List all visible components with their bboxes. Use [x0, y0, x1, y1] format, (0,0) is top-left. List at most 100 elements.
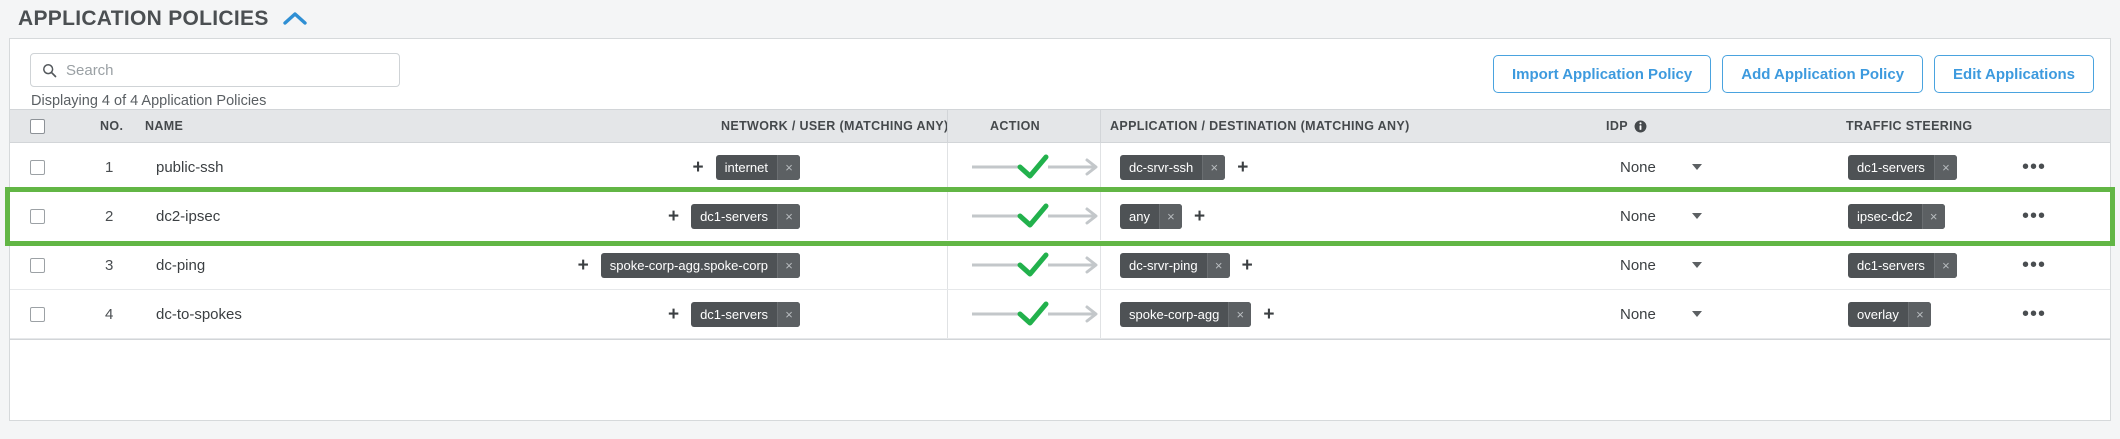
select-all-checkbox[interactable]	[30, 118, 45, 134]
row-overflow-menu-icon[interactable]: •••	[2022, 156, 2047, 178]
table-row[interactable]: 2 dc2-ipsec + dc1-servers ×	[10, 192, 2110, 241]
add-application-destination-icon[interactable]: +	[1241, 254, 1253, 276]
chevron-down-icon[interactable]	[1691, 213, 1702, 219]
chevron-down-icon[interactable]	[1691, 311, 1702, 317]
cell-divider-action-left	[947, 143, 948, 191]
table-row[interactable]: 1 public-ssh + internet ×	[10, 143, 2110, 192]
row-name: dc2-ipsec	[156, 207, 221, 225]
network-user-chip-label: spoke-corp-agg.spoke-corp	[609, 257, 768, 273]
row-checkbox[interactable]	[30, 159, 45, 175]
edit-applications-button[interactable]: Edit Applications	[1934, 55, 2094, 93]
column-header-idp-label: IDP	[1606, 119, 1628, 133]
remove-application-destination-icon[interactable]: ×	[1228, 301, 1252, 327]
remove-application-destination-icon[interactable]: ×	[1158, 203, 1182, 229]
table-row[interactable]: 3 dc-ping + spoke-corp-agg.spoke-corp ×	[10, 241, 2110, 290]
remove-traffic-steering-icon[interactable]: ×	[1933, 154, 1957, 180]
network-user-chip-label: dc1-servers	[700, 208, 768, 224]
network-user-cell: + dc1-servers ×	[668, 290, 800, 338]
row-overflow-menu-icon[interactable]: •••	[2022, 303, 2047, 325]
action-allow-icon[interactable]	[970, 143, 1102, 191]
idp-value: None	[1620, 207, 1656, 225]
row-menu-cell: •••	[2022, 241, 2046, 289]
network-user-chip-label: dc1-servers	[700, 306, 768, 322]
remove-network-user-icon[interactable]: ×	[777, 252, 800, 278]
network-user-chip[interactable]: dc1-servers ×	[691, 203, 800, 229]
displaying-count-label: Displaying 4 of 4 Application Policies	[31, 93, 267, 109]
application-policies-table: NO. NAME NETWORK / USER (MATCHING ANY) A…	[10, 109, 2110, 340]
row-no: 1	[105, 158, 114, 176]
import-application-policy-button[interactable]: Import Application Policy	[1492, 55, 1712, 93]
application-destination-chip[interactable]: any ×	[1120, 203, 1182, 229]
application-destination-chip[interactable]: dc-srvr-ssh ×	[1120, 154, 1226, 180]
row-checkbox[interactable]	[30, 208, 45, 224]
add-network-user-icon[interactable]: +	[692, 156, 704, 178]
remove-network-user-icon[interactable]: ×	[777, 301, 800, 327]
network-user-chip[interactable]: spoke-corp-agg.spoke-corp ×	[600, 252, 800, 278]
add-application-destination-icon[interactable]: +	[1193, 205, 1206, 227]
idp-value: None	[1620, 256, 1656, 274]
row-menu-cell: •••	[2022, 192, 2046, 240]
add-application-destination-icon[interactable]: +	[1237, 156, 1249, 178]
application-destination-chip-label: dc-srvr-ping	[1129, 257, 1198, 273]
row-menu-cell: •••	[2022, 143, 2046, 191]
add-network-user-icon[interactable]: +	[577, 254, 589, 276]
action-allow-icon[interactable]	[970, 241, 1102, 289]
search-box[interactable]	[30, 53, 400, 87]
add-application-destination-icon[interactable]: +	[1263, 303, 1275, 325]
cell-divider-action-left	[947, 290, 948, 338]
table-header-row: NO. NAME NETWORK / USER (MATCHING ANY) A…	[10, 109, 2110, 143]
table-row[interactable]: 4 dc-to-spokes + dc1-servers ×	[10, 290, 2110, 339]
traffic-steering-chip[interactable]: dc1-servers ×	[1848, 252, 1957, 278]
application-destination-chip[interactable]: dc-srvr-ping ×	[1120, 252, 1230, 278]
idp-cell: None	[1620, 192, 1702, 240]
chevron-down-icon[interactable]	[1691, 262, 1702, 268]
info-icon[interactable]	[1634, 120, 1647, 133]
remove-application-destination-icon[interactable]: ×	[1202, 154, 1226, 180]
chevron-up-icon[interactable]	[282, 11, 308, 27]
idp-cell: None	[1620, 143, 1702, 191]
remove-application-destination-icon[interactable]: ×	[1206, 252, 1230, 278]
traffic-steering-chip[interactable]: ipsec-dc2 ×	[1848, 203, 1945, 229]
traffic-steering-cell: ipsec-dc2 ×	[1848, 192, 1945, 240]
application-destination-cell: spoke-corp-agg × +	[1120, 290, 1274, 338]
remove-traffic-steering-icon[interactable]: ×	[1921, 203, 1945, 229]
chevron-down-icon[interactable]	[1691, 164, 1702, 170]
search-input[interactable]	[66, 61, 366, 79]
add-network-user-icon[interactable]: +	[667, 205, 680, 227]
row-overflow-menu-icon[interactable]: •••	[2022, 205, 2047, 227]
row-menu-cell: •••	[2022, 290, 2046, 338]
traffic-steering-cell: overlay ×	[1848, 290, 1931, 338]
remove-traffic-steering-icon[interactable]: ×	[1933, 252, 1957, 278]
row-checkbox[interactable]	[30, 306, 45, 322]
network-user-cell: + spoke-corp-agg.spoke-corp ×	[578, 241, 800, 289]
row-no: 2	[105, 207, 114, 225]
remove-network-user-icon[interactable]: ×	[777, 154, 800, 180]
traffic-steering-chip-label: dc1-servers	[1857, 159, 1925, 175]
row-checkbox[interactable]	[30, 257, 45, 273]
cell-divider-action-right	[1100, 192, 1101, 240]
application-destination-chip[interactable]: spoke-corp-agg ×	[1120, 301, 1252, 327]
network-user-chip[interactable]: dc1-servers ×	[691, 301, 800, 327]
traffic-steering-cell: dc1-servers ×	[1848, 241, 1957, 289]
header-divider-action-left	[947, 110, 948, 142]
row-overflow-menu-icon[interactable]: •••	[2022, 254, 2047, 276]
column-header-idp: IDP	[1606, 110, 1647, 142]
select-all-cell	[30, 110, 45, 142]
remove-network-user-icon[interactable]: ×	[777, 203, 800, 229]
row-select-cell	[30, 241, 45, 289]
network-user-chip[interactable]: internet ×	[715, 154, 800, 180]
application-destination-cell: any × +	[1120, 192, 1205, 240]
column-header-name: NAME	[145, 119, 184, 133]
add-application-policy-button[interactable]: Add Application Policy	[1722, 55, 1924, 93]
action-allow-icon[interactable]	[970, 290, 1102, 338]
column-header-application-destination: APPLICATION / DESTINATION (MATCHING ANY)	[1110, 119, 1410, 133]
application-destination-chip-label: spoke-corp-agg	[1129, 306, 1220, 322]
traffic-steering-chip[interactable]: dc1-servers ×	[1848, 154, 1957, 180]
add-network-user-icon[interactable]: +	[667, 303, 680, 325]
action-allow-icon[interactable]	[970, 192, 1102, 240]
row-no: 3	[105, 256, 114, 274]
row-select-cell	[30, 290, 45, 338]
traffic-steering-chip[interactable]: overlay ×	[1848, 301, 1931, 327]
remove-traffic-steering-icon[interactable]: ×	[1907, 301, 1931, 327]
